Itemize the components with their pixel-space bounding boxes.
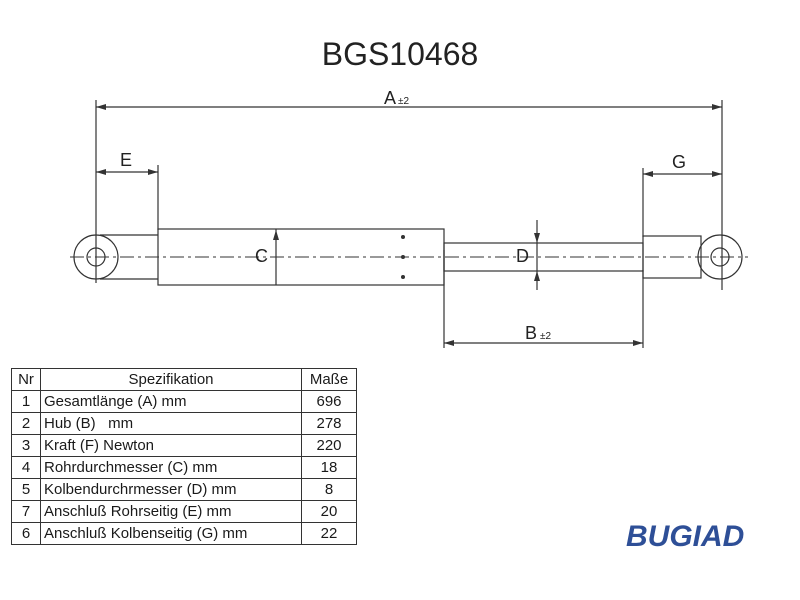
label-e: E: [120, 150, 132, 170]
row-nr: 3: [11, 434, 41, 457]
specification-table: Nr Spezifikation Maße 1 Gesamtlänge (A) …: [11, 368, 357, 545]
row-nr: 1: [11, 390, 41, 413]
row-val: 220: [301, 434, 357, 457]
row-desc: Hub (B) mm: [40, 412, 302, 435]
row-val: 22: [301, 522, 357, 545]
part-number-title: BGS10468: [321, 36, 479, 72]
row-desc: Kraft (F) Newton: [40, 434, 302, 457]
table-row: 6 Anschluß Kolbenseitig (G) mm 22: [11, 522, 357, 545]
table-row: 4 Rohrdurchmesser (C) mm 18: [11, 456, 357, 479]
row-nr: 6: [11, 522, 41, 545]
row-desc: Kolbendurchrmesser (D) mm: [40, 478, 302, 501]
row-nr: 4: [11, 456, 41, 479]
label-b-tolerance: ±2: [540, 331, 551, 342]
row-val: 278: [301, 412, 357, 435]
row-val: 18: [301, 456, 357, 479]
row-desc: Anschluß Rohrseitig (E) mm: [40, 500, 302, 523]
table-header-row: Nr Spezifikation Maße: [11, 368, 357, 391]
row-nr: 5: [11, 478, 41, 501]
table-row: 2 Hub (B) mm 278: [11, 412, 357, 435]
label-d: D: [516, 246, 529, 266]
gas-spring-drawing: A ±2 E G B ±2 C D: [70, 88, 748, 348]
header-spezifikation: Spezifikation: [40, 368, 302, 391]
table-row: 7 Anschluß Rohrseitig (E) mm 20: [11, 500, 357, 523]
label-c: C: [255, 246, 268, 266]
bugiad-logo: BUGIAD: [626, 520, 745, 553]
row-desc: Anschluß Kolbenseitig (G) mm: [40, 522, 302, 545]
label-g: G: [672, 152, 686, 172]
table-row: 3 Kraft (F) Newton 220: [11, 434, 357, 457]
label-a: A: [384, 88, 396, 108]
table-row: 1 Gesamtlänge (A) mm 696: [11, 390, 357, 413]
row-nr: 2: [11, 412, 41, 435]
header-masse: Maße: [301, 368, 357, 391]
row-desc: Gesamtlänge (A) mm: [40, 390, 302, 413]
header-nr: Nr: [11, 368, 41, 391]
row-val: 8: [301, 478, 357, 501]
table-row: 5 Kolbendurchrmesser (D) mm 8: [11, 478, 357, 501]
row-desc: Rohrdurchmesser (C) mm: [40, 456, 302, 479]
row-val: 696: [301, 390, 357, 413]
label-a-tolerance: ±2: [398, 96, 409, 107]
row-nr: 7: [11, 500, 41, 523]
row-val: 20: [301, 500, 357, 523]
label-b: B: [525, 323, 537, 343]
